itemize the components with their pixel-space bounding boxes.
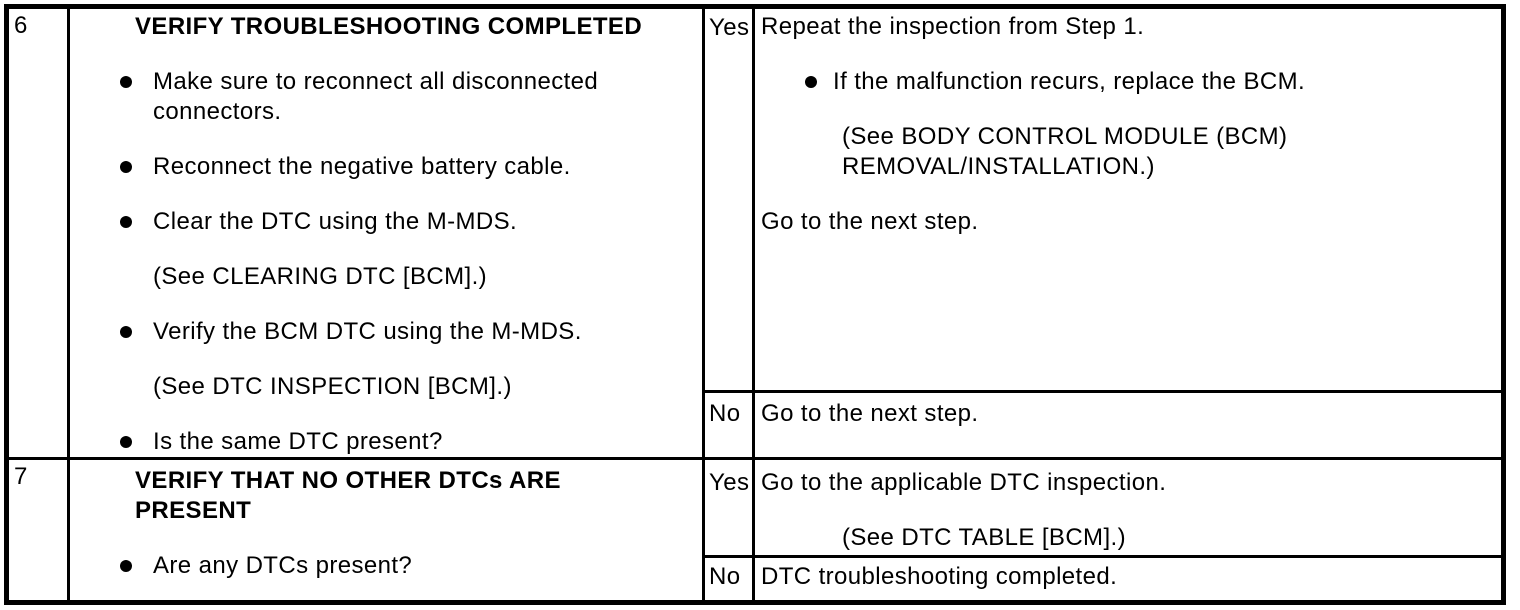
bullet-icon [120, 436, 132, 448]
see-reference: (See DTC INSPECTION [BCM].) [153, 373, 512, 400]
list-item: Verify the BCM DTC using the M-MDS. [120, 317, 702, 347]
inspection-heading: VERIFY TROUBLESHOOTING COMPLETED [135, 13, 643, 40]
list-item: Is the same DTC present? [120, 427, 702, 457]
step-number-cell: 7 [9, 460, 70, 600]
step-number: 6 [14, 12, 28, 39]
action-text: Go to the applicable DTC inspection. [761, 469, 1167, 496]
step-number: 7 [14, 463, 28, 490]
yes-label: Yes [709, 469, 750, 496]
action-text: Go to the next step. [761, 400, 979, 427]
list-item-text: Is the same DTC present? [153, 428, 443, 455]
step-number-cell: 6 [9, 9, 70, 460]
list-item-text: Reconnect the negative battery cable. [153, 153, 571, 180]
inspection-cell: VERIFY TROUBLESHOOTING COMPLETED Make su… [70, 9, 705, 460]
list-item-text: Are any DTCs present? [153, 552, 413, 579]
list-item: If the malfunction recurs, replace the B… [805, 67, 1501, 97]
action-text: Repeat the inspection from Step 1. [761, 13, 1145, 40]
bullet-icon [120, 326, 132, 338]
list-item-text: Clear the DTC using the M-MDS. [153, 208, 518, 235]
list-item: Are any DTCs present? [120, 551, 702, 581]
list-item-text: If the malfunction recurs, replace the B… [833, 68, 1306, 95]
no-flag-cell: No [705, 393, 755, 460]
inspection-cell: VERIFY THAT NO OTHER DTCs ARE PRESENT Ar… [70, 460, 705, 600]
yes-action-cell: Repeat the inspection from Step 1. If th… [755, 9, 1501, 393]
no-label: No [709, 400, 741, 427]
bullet-icon [120, 216, 132, 228]
list-item: Reconnect the negative battery cable. [120, 152, 702, 182]
yes-action-cell: Go to the applicable DTC inspection. (Se… [755, 460, 1501, 558]
yes-flag-cell: Yes [705, 460, 755, 558]
bullet-icon [120, 76, 132, 88]
bullet-icon [805, 76, 817, 88]
see-reference: (See CLEARING DTC [BCM].) [153, 263, 488, 290]
no-flag-cell: No [705, 558, 755, 600]
no-action-cell: DTC troubleshooting completed. [755, 558, 1501, 600]
list-item-text: Verify the BCM DTC using the M-MDS. [153, 318, 582, 345]
no-label: No [709, 563, 741, 590]
troubleshooting-table: 6 VERIFY TROUBLESHOOTING COMPLETED Make … [4, 4, 1506, 605]
action-text: DTC troubleshooting completed. [761, 563, 1118, 590]
see-reference: (See BODY CONTROL MODULE (BCM) REMOVAL/I… [842, 123, 1288, 180]
see-reference: (See DTC TABLE [BCM].) [842, 524, 1126, 551]
list-item: Clear the DTC using the M-MDS. [120, 207, 702, 237]
list-item-text: Make sure to reconnect all disconnected … [153, 68, 599, 125]
inspection-heading: VERIFY THAT NO OTHER DTCs ARE PRESENT [135, 467, 561, 524]
yes-flag-cell: Yes [705, 9, 755, 393]
no-action-cell: Go to the next step. [755, 393, 1501, 460]
action-text: Go to the next step. [761, 208, 979, 235]
bullet-icon [120, 560, 132, 572]
yes-label: Yes [709, 14, 750, 41]
bullet-icon [120, 161, 132, 173]
list-item: Make sure to reconnect all disconnected … [120, 67, 702, 127]
